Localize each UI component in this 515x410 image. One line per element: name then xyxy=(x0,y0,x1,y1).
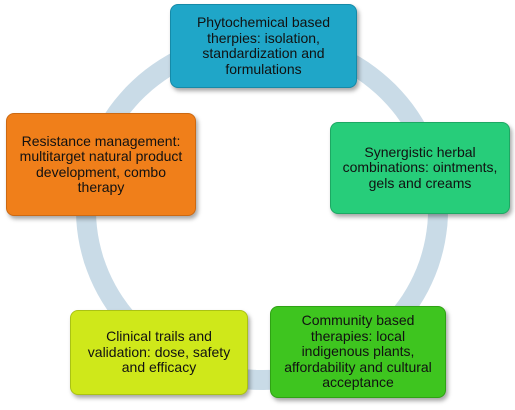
node-synergistic-label: Synergistic herbal combinations: ointmen… xyxy=(342,143,498,191)
node-resistance-label: Resistance management: multitarget natur… xyxy=(19,132,183,195)
node-synergistic: Synergistic herbal combinations: ointmen… xyxy=(330,122,510,214)
node-community: Community based therapies: local indigen… xyxy=(270,306,446,398)
node-clinical: Clinical trails and validation: dose, sa… xyxy=(70,310,248,395)
node-phytochemical-label: Phytochemical based therpies: isolation,… xyxy=(196,14,331,77)
node-community-label: Community based therapies: local indigen… xyxy=(284,312,432,391)
node-phytochemical: Phytochemical based therpies: isolation,… xyxy=(170,4,357,88)
node-clinical-label: Clinical trails and validation: dose, sa… xyxy=(87,328,231,376)
node-resistance: Resistance management: multitarget natur… xyxy=(6,113,196,216)
